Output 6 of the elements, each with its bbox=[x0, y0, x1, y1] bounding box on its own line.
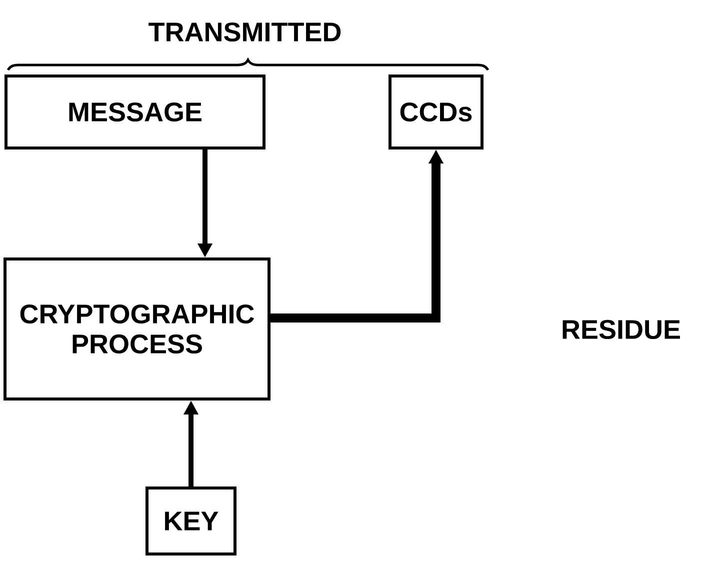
process-box: CCDs bbox=[388, 74, 484, 150]
process-box: KEY bbox=[146, 486, 236, 556]
heading: TRANSMITTED bbox=[148, 22, 341, 42]
process-box: CRYPTOGRAPHIC PROCESS bbox=[4, 258, 270, 400]
process-box: MESSAGE bbox=[4, 74, 266, 150]
edge-label: RESIDUE bbox=[562, 320, 680, 340]
